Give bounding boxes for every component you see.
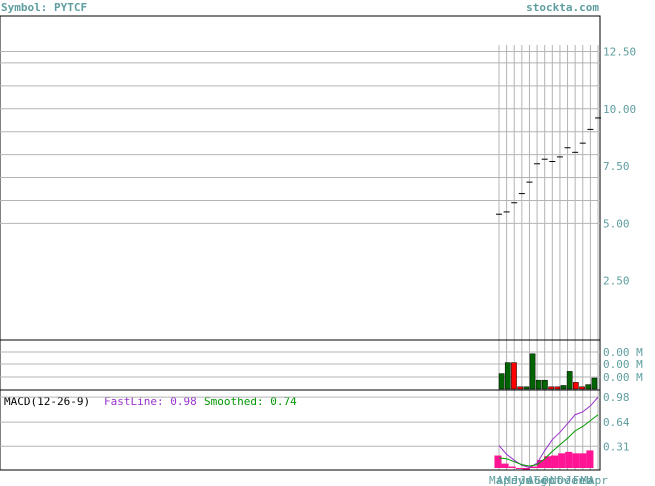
- price-grid: [0, 45, 600, 470]
- price-tick-label: 5.00: [603, 217, 630, 230]
- x-tick-label: Mar: [580, 474, 600, 486]
- volume-bar: [511, 362, 517, 390]
- volume-bar: [591, 377, 598, 390]
- macd-histogram-bar: [536, 459, 544, 468]
- macd-histogram-bar: [551, 455, 559, 468]
- volume-bar: [548, 386, 554, 390]
- volume-bar: [523, 386, 530, 390]
- x-tick-label: Sep: [535, 474, 555, 486]
- macd-histogram-bar: [522, 468, 530, 470]
- volume-panel: 0.00 M0.00 M0.00 M: [0, 339, 643, 391]
- macd-fast-legend: FastLine: 0.98: [104, 395, 197, 408]
- macd-histogram-bar: [529, 466, 537, 468]
- macd-tick-label: 0.98: [603, 391, 630, 404]
- volume-y-ticks: 0.00 M0.00 M0.00 M: [603, 346, 643, 384]
- volume-bar: [566, 371, 573, 390]
- x-tick-label: Oct: [542, 474, 562, 486]
- x-tick-label: Mar: [489, 474, 509, 486]
- volume-tick-label: 0.00 M: [603, 358, 643, 371]
- macd-title: MACD(12-26-9): [4, 395, 90, 408]
- symbol-label: Symbol: PYTCF: [1, 1, 87, 14]
- macd-tick-label: 0.64: [603, 416, 630, 429]
- x-tick-label: Apr: [497, 474, 517, 486]
- macd-fast-line: [498, 396, 599, 469]
- macd-tick-label: 0.31: [603, 440, 630, 453]
- macd-histogram-bar: [586, 450, 594, 468]
- macd-histogram-bar: [558, 453, 566, 468]
- macd-series: [494, 396, 599, 470]
- price-tick-label: 7.50: [603, 160, 630, 173]
- volume-bar: [517, 386, 523, 390]
- x-axis-labels: MarAprMayJunJulAugSepOctNovDecJanFebMarA…: [489, 474, 608, 486]
- volume-tick-label: 0.00 M: [603, 346, 643, 359]
- price-tick-label: 10.00: [603, 103, 636, 116]
- macd-histogram-bar: [543, 456, 552, 468]
- x-tick-label: Dec: [558, 474, 578, 486]
- macd-histogram-bar: [515, 468, 523, 469]
- x-tick-label: Jun: [512, 474, 532, 486]
- volume-bar: [529, 353, 536, 390]
- volume-bar: [579, 386, 585, 390]
- volume-bar: [554, 386, 561, 390]
- macd-histogram-bar: [494, 455, 502, 468]
- volume-bar: [498, 373, 505, 390]
- macd-panel: MACD(12-26-9) FastLine: 0.98 Smoothed: 0…: [0, 389, 630, 471]
- macd-y-ticks: 0.98 0.64 0.31: [603, 391, 630, 453]
- macd-histogram-bar: [565, 451, 573, 468]
- x-tick-label: Apr: [588, 474, 608, 486]
- macd-smooth-line: [498, 414, 599, 467]
- macd-histogram-bar: [508, 466, 516, 468]
- volume-bar: [573, 382, 579, 390]
- macd-panel-frame: [0, 389, 601, 471]
- x-tick-label: Jan: [565, 474, 585, 486]
- volume-bar: [535, 379, 542, 390]
- price-tick-label: 2.50: [603, 275, 630, 288]
- x-tick-label: May: [504, 474, 524, 486]
- macd-smooth-legend: Smoothed: 0.74: [204, 395, 297, 408]
- x-tick-label: Nov: [550, 474, 570, 486]
- price-series: [496, 117, 601, 215]
- price-panel: 12.50 10.00 7.50 5.00 2.50: [0, 15, 636, 470]
- price-y-ticks: 12.50 10.00 7.50 5.00 2.50: [603, 45, 636, 287]
- volume-bar: [504, 362, 511, 390]
- volume-bars: [498, 353, 598, 390]
- macd-histogram-bar: [572, 453, 580, 468]
- volume-bar: [542, 379, 548, 390]
- volume-tick-label: 0.00 M: [603, 371, 643, 384]
- macd-histogram-bar: [501, 463, 509, 468]
- x-tick-label: Feb: [573, 474, 593, 486]
- x-tick-label: Aug: [527, 474, 547, 486]
- price-tick-label: 12.50: [603, 45, 636, 58]
- volume-bar: [585, 384, 592, 390]
- x-tick-label: Jul: [519, 474, 539, 486]
- macd-histogram-bar: [579, 453, 587, 468]
- volume-bar: [560, 385, 567, 390]
- site-label[interactable]: stockta.com: [526, 1, 599, 14]
